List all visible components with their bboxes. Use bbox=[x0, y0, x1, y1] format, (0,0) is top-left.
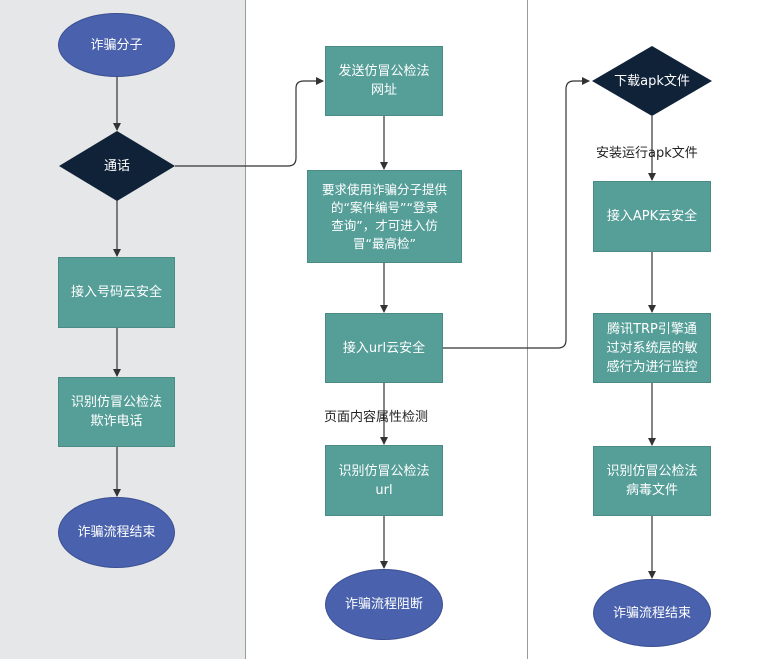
identify-url-box: 识别仿冒公检法 url bbox=[325, 445, 443, 516]
url-security-box: 接入url云安全 bbox=[325, 313, 443, 383]
download-apk-decision: 下载apk文件 bbox=[592, 46, 712, 116]
end-node-3: 诈骗流程结束 bbox=[593, 579, 711, 647]
trp-monitor-box: 腾讯TRP引擎通 过对系统层的敏 感行为进行监控 bbox=[593, 313, 711, 383]
apk-security-box: 接入APK云安全 bbox=[593, 181, 711, 252]
identify-call-box: 识别仿冒公检法 欺诈电话 bbox=[58, 377, 175, 447]
page-check-label: 页面内容属性检测 bbox=[324, 410, 429, 425]
install-apk-label: 安装运行apk文件 bbox=[596, 146, 698, 161]
identify-virus-box: 识别仿冒公检法 病毒文件 bbox=[593, 446, 711, 516]
end-node-2: 诈骗流程阻断 bbox=[325, 569, 443, 640]
edge-url-security-to-download bbox=[443, 77, 590, 349]
send-url-box: 发送仿冒公检法 网址 bbox=[325, 46, 443, 116]
call-decision: 通话 bbox=[59, 131, 175, 201]
end-node-1: 诈骗流程结束 bbox=[58, 497, 175, 568]
edge-call-to-send-url bbox=[175, 77, 324, 167]
require-input-box: 要求使用诈骗分子提供 的“案件编号”“登录 查询”，才可进入仿 冒“最高检” bbox=[307, 170, 462, 263]
start-node: 诈骗分子 bbox=[58, 13, 175, 77]
phone-security-box: 接入号码云安全 bbox=[58, 257, 175, 328]
